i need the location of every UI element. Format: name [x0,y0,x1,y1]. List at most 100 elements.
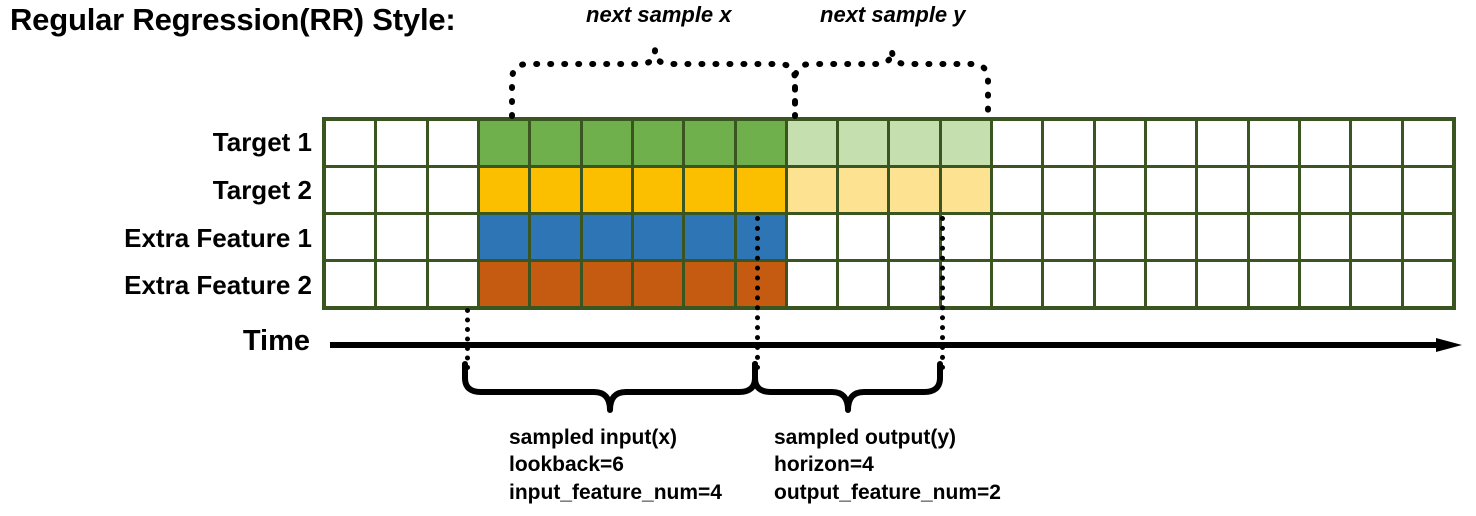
grid-cell-extra-feature-1-col-6 [582,215,631,259]
bottom-brace-caption-sampled-input: sampled input(x) lookback=6 input_featur… [509,424,722,506]
time-axis-label: Time [242,325,310,357]
grid-cell-extra-feature-2-col-18 [1198,262,1247,306]
top-brace-label-next-sample-y: next sample y [820,2,966,27]
grid-cell-target-1-col-12 [890,121,939,165]
grid-cell-extra-feature-1-col-16 [1095,215,1145,259]
grid-cell-target-2-col-11 [839,168,888,212]
grid-cell-target-1-col-9 [736,121,785,165]
input-window-start-guide [465,308,470,370]
grid-cell-extra-feature-1-col-9 [736,215,785,259]
grid-cell-extra-feature-1-col-21 [1352,215,1401,259]
grid-cell-target-1-col-5 [531,121,580,165]
row-label-target-1: Target 1 [212,127,312,157]
grid-cell-extra-feature-2-col-13 [941,262,991,306]
grid-cell-extra-feature-1-col-17 [1147,215,1196,259]
grid-cell-extra-feature-2-col-17 [1147,262,1196,306]
sampled-output-horizon: horizon=4 [774,453,874,477]
row-label-extra-feature-1: Extra Feature 1 [124,223,312,253]
time-axis-arrow [330,338,1462,352]
grid-cell-target-1-col-4 [479,121,529,165]
grid-cell-target-1-col-1 [326,121,375,165]
grid-cell-extra-feature-2-col-10 [787,262,837,306]
sampled-input-title: sampled input(x) [509,426,678,449]
sampled-input-feature-num: input_feature_num=4 [509,480,722,504]
grid-cell-extra-feature-1-col-11 [839,215,888,259]
grid-cell-target-1-col-7 [633,121,683,165]
grid-cell-extra-feature-2-col-11 [839,262,888,306]
grid-cell-target-2-col-8 [685,168,734,212]
grid-cell-target-1-col-3 [428,121,477,165]
grid-cell-target-1-col-21 [1352,121,1401,165]
grid-cell-extra-feature-1-col-1 [326,215,375,259]
grid-cell-target-2-col-21 [1352,168,1401,212]
sampled-input-lookback: lookback=6 [509,453,624,477]
grid-cell-target-1-col-18 [1198,121,1247,165]
grid-cell-target-1-col-13 [941,121,991,165]
grid-cell-target-1-col-6 [582,121,631,165]
grid-cell-target-1-col-22 [1403,121,1452,165]
grid-cell-target-2-col-3 [428,168,477,212]
grid-cell-extra-feature-2-col-3 [428,262,477,306]
grid-cell-target-2-col-12 [890,168,939,212]
grid-cell-extra-feature-1-col-8 [685,215,734,259]
grid-cell-target-1-col-17 [1147,121,1196,165]
grid-cell-extra-feature-1-col-22 [1403,215,1452,259]
grid-cell-target-2-col-16 [1095,168,1145,212]
grid-cell-extra-feature-1-col-4 [479,215,529,259]
grid-cell-extra-feature-1-col-14 [993,215,1042,259]
grid-cell-extra-feature-1-col-20 [1301,215,1350,259]
grid-cell-target-2-col-14 [993,168,1042,212]
grid-cell-extra-feature-1-col-5 [531,215,580,259]
grid-cell-extra-feature-1-col-13 [941,215,991,259]
grid-cell-extra-feature-1-col-7 [633,215,683,259]
grid-cell-target-2-col-15 [1044,168,1093,212]
grid-cell-extra-feature-1-col-2 [377,215,426,259]
grid-cell-extra-feature-2-col-9 [736,262,785,306]
input-output-boundary-guide [755,216,760,370]
grid-cell-target-2-col-7 [633,168,683,212]
grid-cell-target-1-col-10 [787,121,837,165]
row-label-target-2: Target 2 [212,175,312,205]
grid-cell-target-1-col-15 [1044,121,1093,165]
page-title: Regular Regression(RR) Style: [10,2,456,37]
grid-cell-target-2-col-20 [1301,168,1350,212]
grid-cell-extra-feature-2-col-4 [479,262,529,306]
grid-cell-extra-feature-2-col-6 [582,262,631,306]
grid-cell-extra-feature-1-col-3 [428,215,477,259]
grid-cell-target-1-col-14 [993,121,1042,165]
grid-cell-target-2-col-6 [582,168,631,212]
grid-cell-target-2-col-18 [1198,168,1247,212]
grid-cell-target-1-col-2 [377,121,426,165]
grid-cell-extra-feature-2-col-8 [685,262,734,306]
grid-cell-extra-feature-1-col-15 [1044,215,1093,259]
top-brace-label-next-sample-x: next sample x [586,2,732,27]
output-window-end-guide [940,216,945,370]
row-label-extra-feature-2: Extra Feature 2 [124,270,312,300]
grid-cell-target-1-col-11 [839,121,888,165]
sampled-output-title: sampled output(y) [774,426,956,449]
grid-cell-extra-feature-2-col-15 [1044,262,1093,306]
grid-cell-target-1-col-20 [1301,121,1350,165]
grid-cell-extra-feature-2-col-5 [531,262,580,306]
grid-cell-target-2-col-17 [1147,168,1196,212]
grid-cell-extra-feature-2-col-21 [1352,262,1401,306]
grid-cell-target-2-col-22 [1403,168,1452,212]
grid-cell-extra-feature-2-col-14 [993,262,1042,306]
grid-cell-extra-feature-2-col-22 [1403,262,1452,306]
grid-cell-target-2-col-2 [377,168,426,212]
grid-cell-target-1-col-16 [1095,121,1145,165]
grid-cell-target-1-col-8 [685,121,734,165]
grid-cell-target-2-col-1 [326,168,375,212]
grid-cell-target-2-col-13 [941,168,991,212]
grid-cell-target-2-col-5 [531,168,580,212]
sampled-output-feature-num: output_feature_num=2 [774,480,1001,504]
grid-cell-extra-feature-1-col-19 [1249,215,1299,259]
grid-cell-target-2-col-9 [736,168,785,212]
grid-cell-extra-feature-2-col-19 [1249,262,1299,306]
grid-cell-extra-feature-1-col-18 [1198,215,1247,259]
grid-cell-extra-feature-2-col-16 [1095,262,1145,306]
grid-cell-target-2-col-19 [1249,168,1299,212]
timeseries-grid [322,117,1456,310]
grid-cell-extra-feature-2-col-12 [890,262,939,306]
